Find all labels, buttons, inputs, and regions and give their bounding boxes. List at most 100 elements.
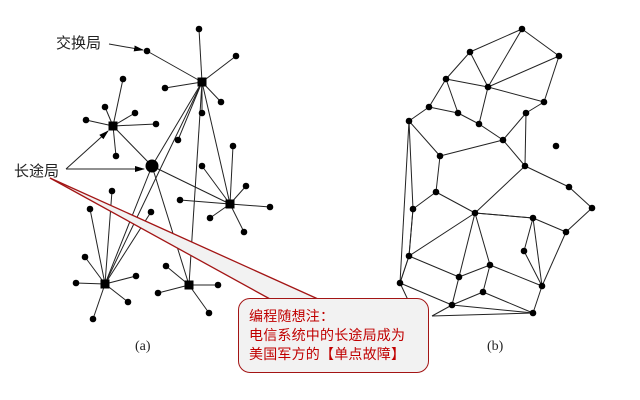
mesh-edge (445, 78, 459, 114)
mesh-edge (412, 191, 437, 210)
mesh-node (405, 252, 413, 260)
mesh-edge (482, 291, 534, 314)
leaf-line (188, 284, 210, 314)
trunk-line (151, 81, 203, 167)
mesh-node (425, 103, 433, 111)
mesh-node (529, 309, 537, 317)
mesh-edge (487, 28, 523, 88)
mesh-edge (478, 86, 489, 125)
mesh-node (522, 109, 530, 117)
exchange-office-arrow (108, 43, 144, 52)
trunk-line (104, 81, 203, 285)
leaf-line (112, 123, 157, 127)
mesh-edge (435, 191, 476, 214)
mesh-edge (521, 28, 560, 57)
mesh-edge (445, 78, 489, 88)
leaf-line (201, 55, 237, 83)
mesh-node (538, 282, 546, 290)
leaf-line (198, 28, 203, 83)
leaf-line (89, 208, 106, 285)
leaf-line (179, 199, 231, 205)
terminal-node (206, 214, 214, 222)
terminal-node (198, 109, 206, 117)
long-distance-arrow-1 (65, 130, 109, 170)
mesh-edge (428, 106, 459, 114)
exchange-switch-node (225, 199, 235, 209)
annotation-title: 编程随想注： (249, 309, 335, 325)
mesh-node (562, 228, 570, 236)
leaf-line (164, 81, 203, 89)
mesh-edge (431, 312, 534, 317)
mesh-node (479, 288, 487, 296)
mesh-edge (399, 282, 453, 306)
annotation-line-2: 美国军方的【单点故障】 (249, 347, 406, 363)
leaf-line (112, 78, 124, 127)
mesh-node (396, 279, 404, 287)
mesh-edge (524, 112, 527, 167)
terminal-node (89, 315, 97, 323)
mesh-node (540, 98, 548, 106)
terminal-node (152, 120, 160, 128)
mesh-edge (469, 51, 489, 88)
leaf-line (229, 145, 234, 205)
leaf-line (229, 203, 271, 208)
mesh-node (466, 48, 474, 56)
mesh-edge (408, 208, 414, 257)
leaf-line (75, 282, 106, 285)
mesh-node (409, 205, 417, 213)
mesh-node (471, 209, 479, 217)
terminal-node (147, 208, 155, 216)
caption-b: (b) (487, 339, 504, 354)
terminal-node (108, 187, 116, 195)
mesh-edge (532, 285, 543, 314)
mesh-edge (445, 51, 471, 80)
mesh-node (486, 261, 494, 269)
mesh-node (432, 188, 440, 196)
mesh-edge (408, 120, 414, 210)
mesh-edge (399, 120, 410, 284)
mesh-node (475, 120, 483, 128)
mesh-node (499, 136, 507, 144)
leaf-line (229, 203, 245, 233)
mesh-node (588, 204, 596, 212)
mesh-edge (451, 291, 484, 306)
mesh-edge (399, 255, 410, 284)
trunk-line (201, 81, 231, 205)
mesh-edge (487, 86, 545, 103)
mesh-edge (523, 217, 534, 252)
mesh-edge (469, 28, 523, 53)
terminal-node (229, 142, 237, 150)
exchange-switch-node (100, 279, 110, 289)
mesh-node (405, 117, 413, 125)
mesh-edge (474, 165, 526, 214)
terminal-node (217, 98, 225, 106)
mesh-edge (568, 186, 593, 209)
terminal-node (112, 152, 120, 160)
leaf-line (201, 165, 231, 205)
terminal-node (154, 289, 162, 297)
leaf-line (157, 284, 190, 294)
mesh-edge (532, 217, 543, 287)
mesh-edge (408, 212, 476, 257)
trunk-line (112, 125, 153, 167)
mesh-node (552, 142, 560, 150)
mesh-edge (489, 264, 543, 287)
mesh-edge (523, 250, 543, 287)
terminal-node (143, 47, 151, 55)
mesh-edge (487, 55, 560, 88)
mesh-edge (502, 112, 527, 141)
terminal-node (82, 116, 90, 124)
terminal-node (101, 103, 109, 111)
trunk-line (151, 165, 231, 205)
terminal-node (266, 203, 274, 211)
mesh-edge (543, 55, 560, 103)
mesh-edge (458, 264, 491, 278)
mesh-edge (474, 212, 491, 266)
leaf-line (92, 283, 106, 320)
long-distance-office-label: 长途局 (14, 162, 60, 180)
terminal-node (132, 272, 140, 280)
mesh-edge (457, 112, 480, 125)
mesh-node (565, 183, 573, 191)
terminal-node (124, 298, 132, 306)
